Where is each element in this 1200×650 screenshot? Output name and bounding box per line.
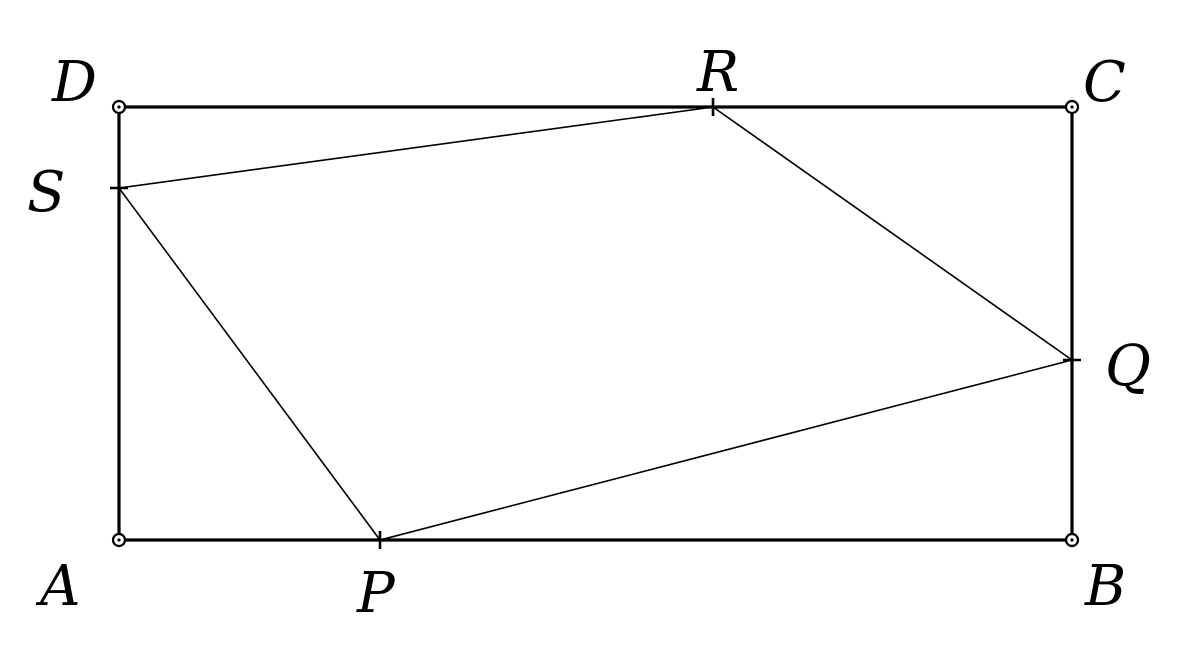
- segment-qr: [712, 106, 1073, 361]
- label-a: A: [35, 554, 80, 619]
- label-p: P: [356, 561, 396, 626]
- label-d: D: [51, 50, 97, 115]
- segment-rs: [118, 106, 714, 189]
- segment-sp: [118, 187, 381, 541]
- corner-marker-d: [111, 99, 127, 115]
- label-q: Q: [1105, 334, 1151, 399]
- corner-marker-a: [111, 532, 127, 548]
- label-s: S: [27, 160, 65, 225]
- label-r: R: [696, 40, 739, 105]
- corner-marker-c: [1064, 99, 1080, 115]
- corner-marker-b: [1064, 532, 1080, 548]
- label-c: C: [1083, 50, 1126, 115]
- segment-pq: [379, 359, 1073, 541]
- label-b: B: [1084, 554, 1126, 619]
